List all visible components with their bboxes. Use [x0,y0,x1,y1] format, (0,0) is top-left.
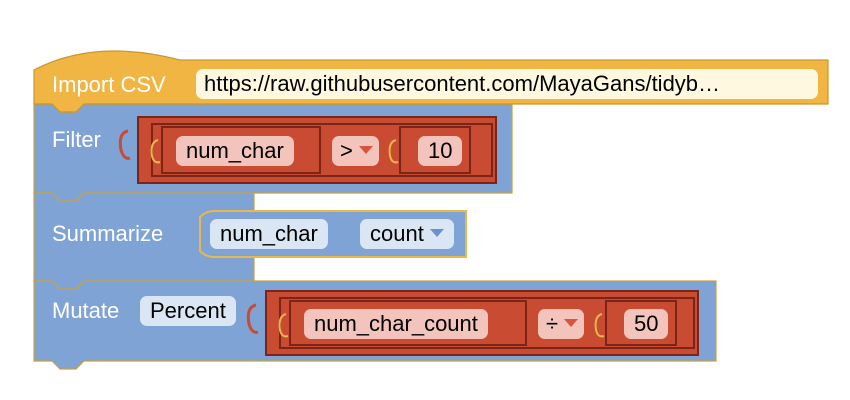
csv-url-field[interactable]: https://raw.githubusercontent.com/MayaGa… [196,69,818,99]
summarize-label: Summarize [52,221,164,246]
summarize-function-value: count [370,221,424,246]
mutate-operator-dropdown[interactable]: ÷ [538,309,585,339]
filter-label: Filter [52,127,101,152]
mutate-label: Mutate [52,298,120,323]
filter-operator-dropdown[interactable]: > [332,136,379,166]
chevron-down-icon [429,229,444,238]
filter-value-input[interactable]: 10 [418,136,463,166]
import-csv-label: Import CSV [52,72,166,97]
filter-operator-value: > [340,138,353,163]
summarize-column-field[interactable]: num_char [210,219,328,249]
mutate-name-field[interactable]: Percent [140,296,236,326]
mutate-value-input[interactable]: 50 [624,309,669,339]
chevron-down-icon [358,146,373,155]
filter-field-dropdown[interactable]: num_char [176,136,294,166]
mutate-field-dropdown[interactable]: num_char_count [304,309,488,339]
mutate-operator-value: ÷ [546,311,559,336]
summarize-function-dropdown[interactable]: count [360,219,454,249]
chevron-down-icon [564,319,579,328]
